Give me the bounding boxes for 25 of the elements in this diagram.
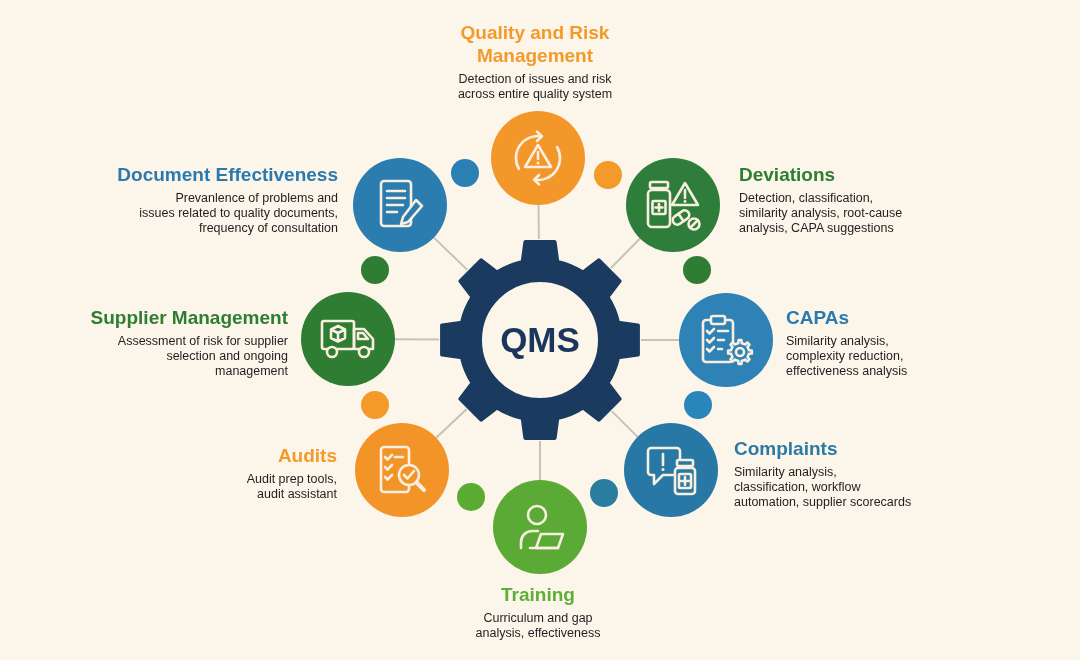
- category-description: Detection, classification, similarity analysis, root-cause analysis, CAPA suggestions: [739, 191, 904, 236]
- connector-line: [394, 338, 440, 341]
- category-heading: Audits: [277, 444, 337, 467]
- category-description: Prevanlence of problems and issues related to quality documents, frequency of consultation: [138, 191, 338, 236]
- connector-line: [610, 410, 639, 438]
- connector-line: [432, 236, 469, 271]
- connector-line: [640, 339, 680, 341]
- connector-line: [435, 408, 468, 439]
- category-heading: Document Effectiveness: [117, 163, 338, 186]
- connector-line: [537, 204, 540, 240]
- category-heading: Deviations: [739, 163, 836, 186]
- category-heading: CAPAs: [786, 306, 849, 329]
- category-description: Detection of issues and risk across entire quality system: [456, 72, 614, 102]
- category-heading: Complaints: [734, 437, 838, 460]
- category-heading: Supplier Management: [90, 306, 288, 329]
- connector-line: [539, 440, 541, 481]
- category-description: Assessment of risk for supplier selection and ongoing management: [116, 334, 288, 379]
- category-description: Similarity analysis, complexity reduction, effectiveness analysis: [786, 334, 909, 379]
- category-heading: Training: [501, 583, 575, 606]
- category-description: Curriculum and gap analysis, effectiveness: [474, 611, 602, 641]
- category-description: Audit prep tools, audit assistant: [245, 472, 337, 502]
- hub-label: QMS: [500, 321, 580, 359]
- category-description: Similarity analysis, classification, workflow automation, supplier scorecards: [734, 465, 912, 510]
- category-heading: Quality and Risk Management: [459, 21, 611, 67]
- connector-line: [609, 237, 641, 270]
